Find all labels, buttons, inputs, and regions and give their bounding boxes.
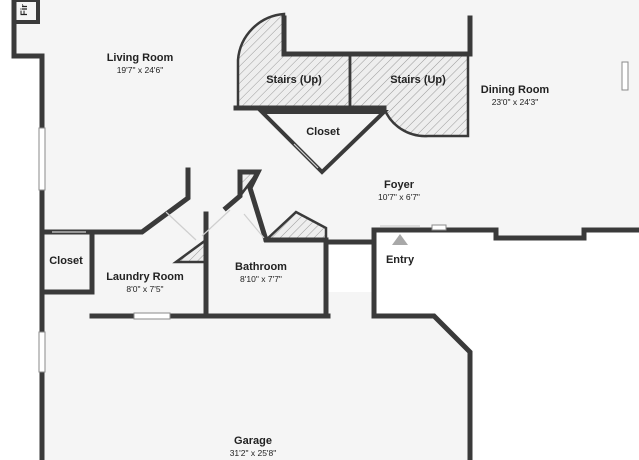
windows: [38, 61, 629, 373]
stairs-left-label: Stairs (Up): [266, 74, 322, 86]
garage-floor-fill: [42, 292, 470, 460]
door-laundry: [165, 211, 197, 241]
window-dining-right: [621, 61, 629, 91]
partial-room-box: [12, 0, 40, 24]
window-garage-left: [38, 331, 46, 373]
wall-dining-bottom: [371, 227, 639, 241]
entry-arrow-icon: [392, 234, 408, 245]
garage-label: Garage: [234, 435, 272, 447]
room-labels: Fir Living Room 19'7" x 24'6" Stairs (Up…: [19, 4, 549, 458]
doors: [52, 143, 420, 241]
floor-fills: [14, 0, 639, 460]
bathroom-dim: 8'10" x 7'7": [240, 274, 282, 284]
wall-entry-to-garage: [371, 227, 473, 460]
garage-dim: 31'2" x 25'8": [230, 448, 277, 458]
window-laundry-bottom: [133, 312, 171, 320]
foyer-dim: 10'7" x 6'7": [378, 192, 420, 202]
closet-center-label: Closet: [306, 126, 340, 138]
living-room-label: Living Room: [107, 52, 174, 64]
wall-bath-top: [222, 169, 329, 319]
partial-room-label: Fir: [19, 4, 29, 16]
door-closet-center: [293, 143, 319, 169]
door-bath-left: [201, 209, 231, 237]
foyer-label: Foyer: [384, 179, 415, 191]
door-bath-right: [243, 213, 265, 239]
dining-room-label: Dining Room: [481, 84, 550, 96]
stairs-right-label: Stairs (Up): [390, 74, 446, 86]
living-room-dim: 19'7" x 24'6": [117, 65, 164, 75]
closet-center-walls: [257, 110, 389, 175]
entry-label: Entry: [386, 254, 415, 266]
laundry-room-label: Laundry Room: [106, 271, 184, 283]
main-floor-fill: [14, 0, 639, 316]
laundry-room-dim: 8'0" x 7'5": [126, 284, 163, 294]
wall-stairs-top: [281, 15, 473, 57]
closet-left-label: Closet: [49, 255, 83, 267]
bathroom-label: Bathroom: [235, 261, 287, 273]
window-living-left: [38, 127, 46, 191]
wall-laundry-top: [89, 167, 191, 235]
window-foyer: [431, 224, 447, 231]
dining-room-dim: 23'0" x 24'3": [492, 97, 539, 107]
